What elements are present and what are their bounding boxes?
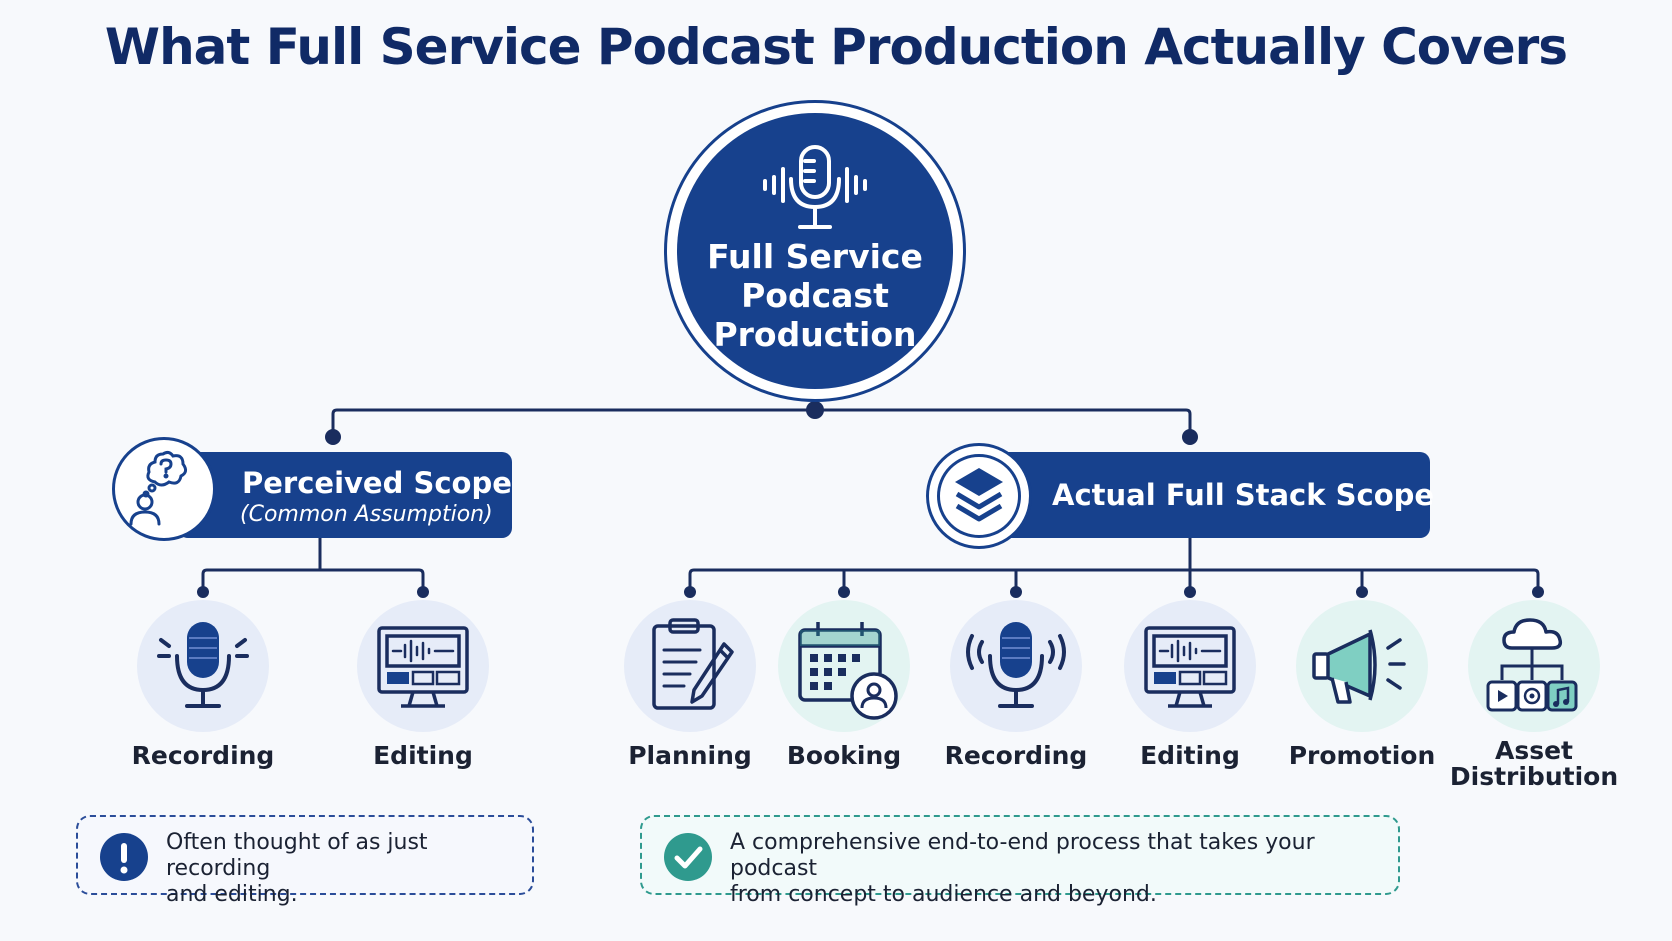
hub-circle: Full Service Podcast Production xyxy=(677,113,953,389)
item-circle xyxy=(1468,600,1600,732)
cloud-distribution-icon xyxy=(1486,618,1578,712)
hub-label-line: Production xyxy=(713,315,917,354)
item-label: Promotion xyxy=(1288,741,1436,770)
item-circle xyxy=(1296,600,1428,732)
checkmark-icon xyxy=(664,833,712,881)
hub-label: Full Service Podcast Production xyxy=(677,237,953,354)
perceived-note-text: Often thought of as just recording and e… xyxy=(166,830,516,908)
note-line: Often thought of as just recording xyxy=(166,830,428,881)
actual-scope-bar: Actual Full Stack Scope xyxy=(990,452,1434,538)
item-circle xyxy=(950,600,1082,732)
item-label: Editing xyxy=(373,741,473,770)
layers-icon xyxy=(955,468,1003,522)
editing-monitor-icon xyxy=(377,626,469,708)
actual-joint-dot xyxy=(1182,429,1198,445)
calendar-person-icon xyxy=(798,622,898,720)
hub-node: Full Service Podcast Production xyxy=(664,100,966,402)
perceived-scope-title: Perceived Scope xyxy=(242,466,512,500)
microphone-icon xyxy=(157,622,249,708)
perceived-scope-subtitle: (Common Assumption) xyxy=(240,502,493,527)
perceived-scope-badge xyxy=(112,437,216,541)
item-label: Recording xyxy=(131,741,275,770)
item-label-multiline: Asset Distribution xyxy=(1439,738,1629,790)
item-circle xyxy=(1124,600,1256,732)
clipboard-pencil-icon xyxy=(652,618,734,710)
item-circle xyxy=(778,600,910,732)
item-circle xyxy=(137,600,269,732)
item-label-line: Asset xyxy=(1494,736,1573,765)
actual-note-text: A comprehensive end-to-end process that … xyxy=(730,830,1382,908)
item-label: Recording xyxy=(944,741,1088,770)
page-title: What Full Service Podcast Production Act… xyxy=(104,18,1568,76)
item-label-line: Distribution xyxy=(1449,762,1619,791)
actual-note: A comprehensive end-to-end process that … xyxy=(640,815,1400,907)
note-line: from concept to audience and beyond. xyxy=(730,882,1157,907)
editing-monitor-icon xyxy=(1144,626,1236,708)
item-label: Booking xyxy=(786,741,902,770)
actual-scope-badge xyxy=(926,443,1032,549)
item-circle xyxy=(357,600,489,732)
microphone-icon xyxy=(966,622,1066,708)
hub-label-line: Full Service xyxy=(707,237,923,276)
perceived-note: Often thought of as just recording and e… xyxy=(76,815,534,907)
microphone-soundwave-icon xyxy=(763,145,867,229)
item-circle xyxy=(624,600,756,732)
megaphone-icon xyxy=(1312,629,1406,704)
actual-scope-title: Actual Full Stack Scope xyxy=(1052,478,1435,512)
hub-joint-dot xyxy=(806,401,824,419)
thinking-person-icon xyxy=(129,450,188,526)
item-label: Editing xyxy=(1140,741,1240,770)
perceived-scope-bar: Perceived Scope (Common Assumption) xyxy=(178,452,512,538)
note-line: and editing. xyxy=(166,882,298,907)
perceived-joint-dot xyxy=(325,429,341,445)
hub-label-line: Podcast xyxy=(741,276,889,315)
exclamation-icon xyxy=(100,833,148,881)
note-line: A comprehensive end-to-end process that … xyxy=(730,830,1315,881)
item-label: Planning xyxy=(628,741,752,770)
badge-ring xyxy=(937,454,1021,538)
